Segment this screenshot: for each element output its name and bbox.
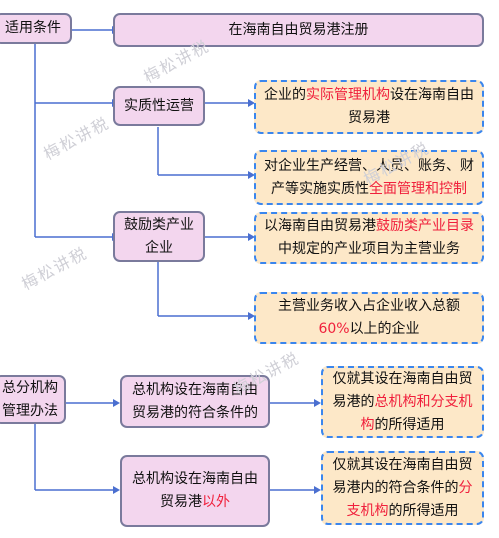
encouraged-catalog-box: 以海南自由贸易港鼓励类产业目录中规定的产业项目为主营业务 <box>254 212 484 264</box>
hq-in-hainan-box: 总机构设在海南自由贸易港的符合条件的 <box>120 375 270 428</box>
hq-and-branch-box: 仅就其设在海南自由贸易港的总机构和分支机构的所得适用 <box>321 366 484 438</box>
actual-management-box: 企业的实际管理机构设在海南自由贸易港 <box>254 80 484 134</box>
encouraged-industry-box: 鼓励类产业企业 <box>113 211 205 262</box>
hq-outside-hainan-box: 总机构设在海南自由贸易港以外 <box>120 455 270 527</box>
branch-only-box: 仅就其设在海南自由贸易港内的符合条件的分支机构的所得适用 <box>321 451 484 525</box>
section-label-branch-management: 总分机构管理办法 <box>0 375 66 424</box>
full-management-box: 对企业生产经营、人员、账务、财产等实施实质性全面管理和控制 <box>254 150 484 205</box>
substantive-operation-box: 实质性运营 <box>113 86 205 126</box>
revenue-ratio-box: 主营业务收入占企业收入总额60%以上的企业 <box>254 292 484 344</box>
registration-box: 在海南自由贸易港注册 <box>113 13 484 47</box>
section-label-applicable-conditions: 适用条件 <box>0 13 72 44</box>
